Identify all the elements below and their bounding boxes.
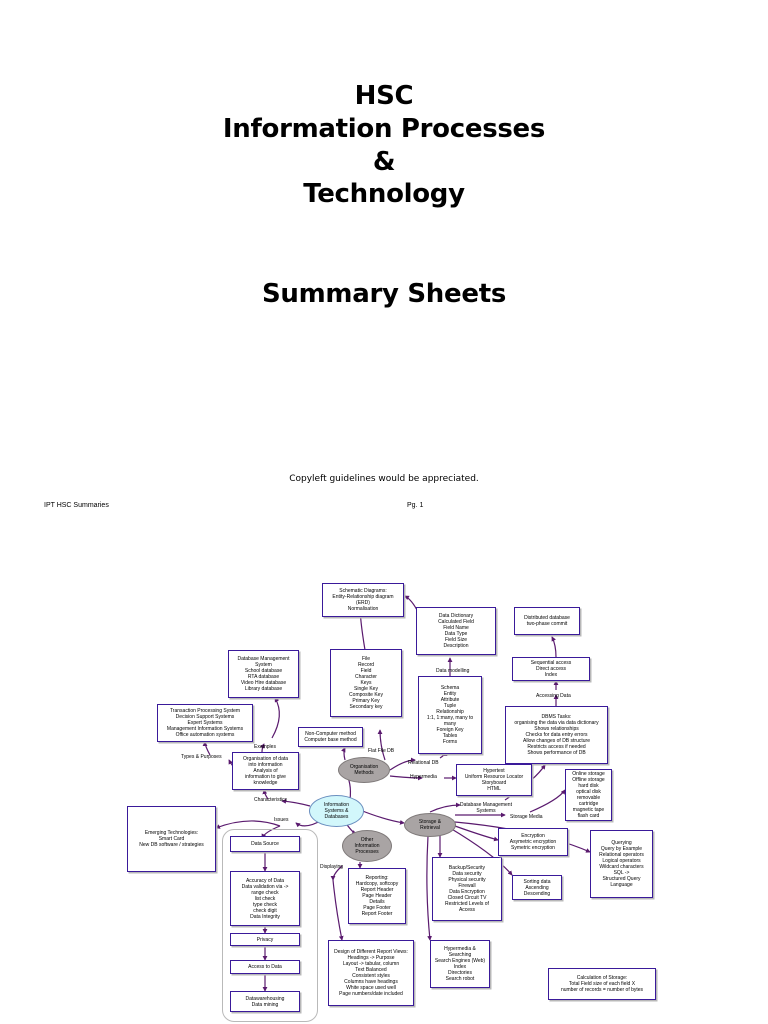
edge-examples-dbms [271, 697, 280, 739]
box-storage-media: Online storage Offline storage hard disk… [565, 769, 612, 821]
label-dbms-systems: Database Management Systems [460, 802, 512, 814]
edge-center-characteristics [281, 798, 311, 807]
label-relational-db: Relational DB [408, 760, 439, 766]
box-dbms-tasks: DBMS Tasks: organising the data via data… [505, 706, 608, 764]
edge-sequential-distributed [551, 636, 557, 658]
page-header-left: IPT HSC Summaries [44, 502, 109, 509]
box-querying: Querying Query by Example Relational ope… [590, 830, 653, 898]
edge-storage-dbms-systems [429, 802, 461, 813]
box-emerging-technologies: Emerging Technologies: Smart Card New DB… [127, 806, 216, 872]
box-datawarehousing: Datawarehousing Data mining [230, 991, 300, 1012]
cover-title-line-2: Information Processes [222, 114, 546, 144]
edge-displaying-design [332, 879, 344, 941]
hub-storage-retrieval: Storage & Retrieval [404, 813, 456, 837]
hub-other-information-processes: Other Information Processes [342, 830, 392, 862]
cover-title-line-3: & [372, 147, 396, 177]
box-distributed-database: Distributed database two-phase commit [514, 607, 580, 635]
edge-storage-encryption [454, 825, 499, 842]
box-access-to-data: Access to Data [230, 960, 300, 974]
cover-title-line-4: Technology [303, 179, 465, 209]
label-examples: Examples [254, 744, 276, 750]
box-data-source: Data Source [230, 836, 300, 852]
label-data-modelling: Data modelling [436, 668, 470, 674]
box-schematic-diagrams: Schematic Diagrams: Entity-Relationship … [322, 583, 404, 617]
edge-org-noncomputer [341, 747, 346, 761]
box-report-design: Design of Different Report Views: Headin… [328, 940, 414, 1006]
edge-org-relational [389, 757, 416, 771]
box-database-examples: Database Management System School databa… [228, 650, 299, 698]
box-flat-file-terms: File Record Field Character Keys Single … [330, 649, 402, 717]
edge-center-storage [359, 809, 405, 825]
cover-title-line-1: HSC [354, 81, 414, 111]
box-reporting: Reporting: Hardcopy, softcopy Report Hea… [348, 868, 406, 924]
label-flat-file-db: Flat File DB [368, 748, 395, 754]
label-displaying: Displaying [320, 864, 344, 870]
page-number: Pg. 1 [407, 502, 424, 509]
box-hypertext: Hypertext Uniform Resource Locator Story… [456, 764, 532, 796]
box-organisation-of-data: Organisation of data into information An… [232, 752, 299, 790]
cover-subtitle: Summary Sheets [262, 279, 506, 309]
box-sorting-data: Sorting data Ascending Descending [512, 875, 562, 900]
copyleft-note: Copyleft guidelines would be appreciated… [289, 474, 479, 484]
edge-issues-emerging [215, 820, 281, 829]
hub-organisation-methods: Organisation Methods [338, 757, 390, 783]
issues-group-frame [222, 829, 318, 1022]
box-data-dictionary: Data Dictionary Calculated Field Field N… [416, 607, 496, 655]
box-encryption: Encryption Asymetric encryption Symetric… [498, 828, 568, 856]
box-calculation-of-storage: Calculation of Storage: Total Field size… [548, 968, 656, 1000]
central-topic: Information Systems & Databases [309, 795, 364, 827]
box-relational-schema: Schema Entity Attribute Tuple Relationsh… [418, 676, 482, 754]
edge-org-examples [260, 743, 265, 753]
edge-other-displaying [330, 865, 343, 881]
edge-storage-hypermedia-search [426, 835, 432, 941]
edge-media-online [529, 789, 566, 813]
mindmap-connectors [202, 595, 591, 992]
edge-storage-sorting [449, 827, 513, 876]
edge-org-flatfile [377, 729, 386, 761]
box-sequential-access: Sequential access Direct access Index [512, 657, 590, 681]
label-types-purposes: Types & Purposes [181, 754, 222, 760]
edge-types-systems [202, 741, 211, 756]
edge-org-hypermedia [389, 775, 423, 781]
label-storage-media: Storage Media [510, 814, 543, 820]
label-issues: Issues [274, 817, 289, 823]
box-non-computer-method: Non-Computer method Computer base method [298, 727, 363, 747]
label-accessing-data: Accessing Data [536, 693, 571, 699]
box-system-types: Transaction Processing System Decision S… [157, 704, 253, 742]
box-backup-security: Backup/Security Data security Physical s… [432, 857, 502, 921]
box-hypermedia-searching: Hypermedia & Searching Search Engines (W… [430, 940, 490, 988]
box-accuracy-of-data: Accuracy of Data Data validation via -> … [230, 871, 300, 926]
label-hypermedia: Hypermedia [410, 774, 437, 780]
box-privacy: Privacy [230, 933, 300, 946]
edge-characteristics-org [262, 789, 269, 800]
label-characteristics: Characteristics [254, 797, 288, 803]
